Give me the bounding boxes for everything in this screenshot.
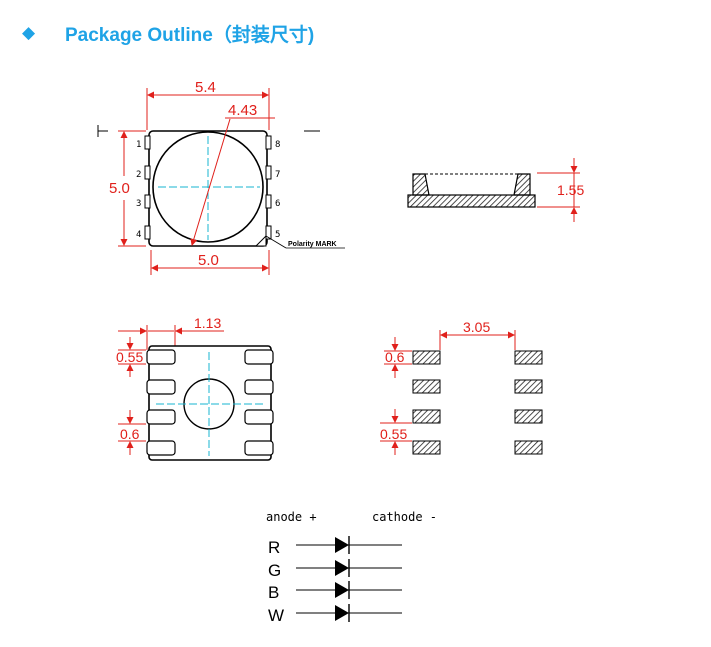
pin-1-label: 1 <box>136 140 141 150</box>
diode-b-icon <box>296 581 402 599</box>
dim-height-label: 5.0 <box>109 180 130 197</box>
dim-lens-label: 4.43 <box>228 102 257 119</box>
section-title: Package Outline（封装尺寸) <box>65 24 315 46</box>
diode-w-icon <box>296 604 402 622</box>
dim-width-label: 5.4 <box>195 79 216 96</box>
side-view: 1.55 <box>407 158 584 222</box>
channel-b-label: B <box>268 583 279 602</box>
dim-pad-pitch-label: 0.6 <box>120 426 140 442</box>
dim-side-height-label: 1.55 <box>557 182 584 198</box>
pin-5-label: 5 <box>275 230 280 240</box>
dim-bottom-label: 5.0 <box>198 252 219 269</box>
channel-g-label: G <box>268 561 281 580</box>
polarity-mark-label: Polarity MARK <box>288 241 337 248</box>
pin-7-label: 7 <box>275 170 280 180</box>
dim-pad2-pitch-label: 0.55 <box>380 426 407 442</box>
top-view: 5.4 4.43 5.0 1 2 3 4 8 7 6 5 <box>97 79 345 275</box>
dim-offset-label: 1.13 <box>194 315 221 331</box>
channel-w-label: W <box>268 606 284 625</box>
diode-g-icon <box>296 559 402 577</box>
pin-8-label: 8 <box>275 140 280 150</box>
channel-r-label: R <box>268 538 280 557</box>
pin-2-label: 2 <box>136 170 141 180</box>
pin-6-label: 6 <box>275 199 280 209</box>
bottom-view: 1.13 0.55 0.6 <box>116 315 274 461</box>
dim-pad-spacing-label: 3.05 <box>463 319 490 335</box>
cathode-label: cathode - <box>372 510 437 524</box>
anode-label: anode + <box>266 510 317 524</box>
dim-pad2-height-label: 0.6 <box>385 349 405 365</box>
section-header: ◆ Package Outline（封装尺寸) <box>22 20 314 46</box>
pad-layout: 3.05 0.6 0.55 <box>380 319 543 455</box>
pin-4-label: 4 <box>136 230 141 240</box>
dim-pad-height-label: 0.55 <box>116 349 143 365</box>
diode-r-icon <box>296 536 402 554</box>
diode-schematic: anode + cathode - R G B W <box>266 510 437 625</box>
pin-3-label: 3 <box>136 199 141 209</box>
diamond-icon: ◆ <box>22 23 36 43</box>
